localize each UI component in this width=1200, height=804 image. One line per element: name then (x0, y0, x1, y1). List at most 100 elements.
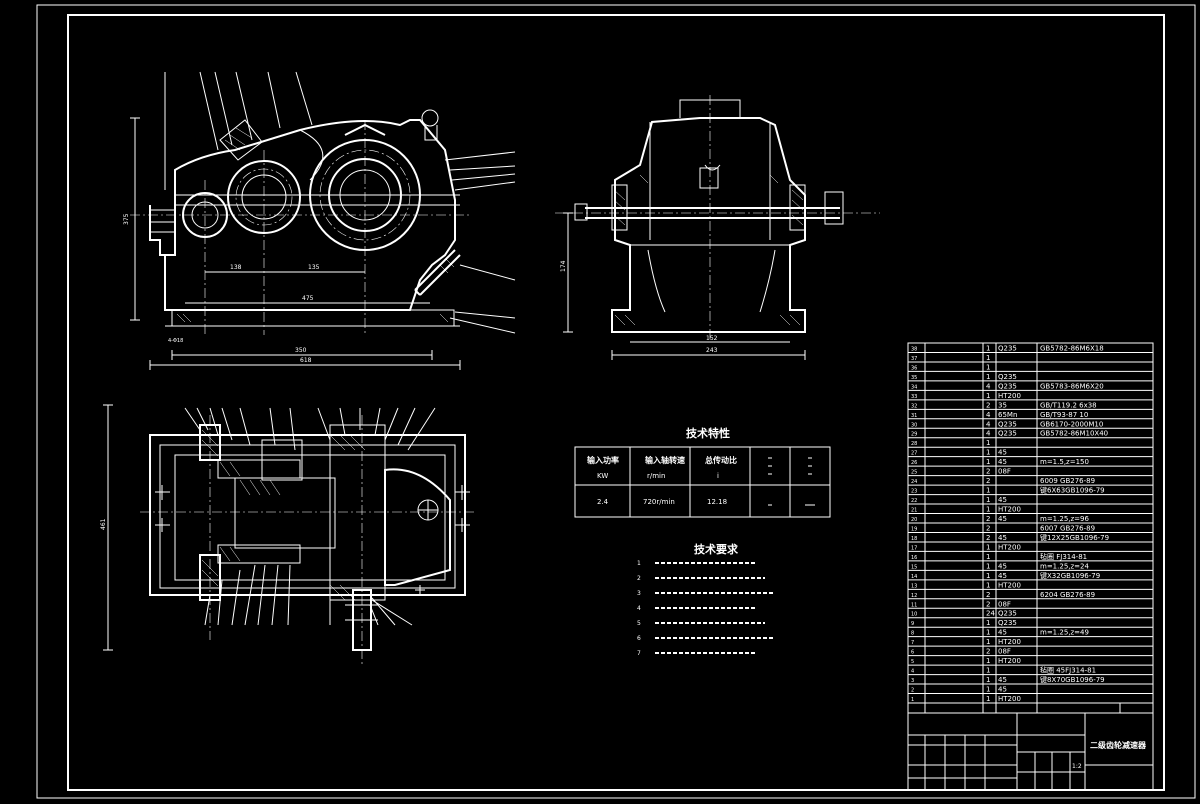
dim-front-bottom: 4-Φ18 (168, 338, 183, 344)
tf-unit-speed: r/min (647, 472, 665, 480)
bom-cell-no: 24 (911, 479, 917, 485)
bom-cell-no: 28 (911, 441, 917, 447)
bom-cell-no: 36 (911, 365, 917, 371)
inner-border (67, 14, 1165, 791)
tech-req-item-number: 4 (637, 605, 641, 612)
bom-cell-qty: 2 (986, 477, 990, 485)
bom-cell-no: 7 (911, 640, 914, 646)
outer-border (36, 4, 1196, 799)
bom-cell-no: 11 (911, 602, 917, 608)
bom-cell-no: 32 (911, 403, 917, 409)
dim-front-height: 375 (123, 213, 130, 225)
bom-cell-no: 14 (911, 574, 917, 580)
tech-req-item-number: 5 (637, 620, 641, 627)
bom-cell-material: Q235 (998, 619, 1017, 627)
dim-side-height: 174 (560, 260, 567, 272)
bom-cell-material: HT200 (998, 657, 1021, 665)
bom-cell-qty: 4 (986, 411, 991, 419)
bom-cell-qty: 2 (986, 534, 990, 542)
tf-value-power: 2.4 (597, 498, 609, 506)
tf-value-speed: 720r/min (643, 498, 675, 506)
bom-cell-qty: 2 (986, 515, 990, 523)
bom-cell-qty: 1 (986, 363, 990, 371)
bom-cell-qty: 1 (986, 496, 990, 504)
bom-cell-no: 16 (911, 555, 917, 561)
bom-cell-note: m=1.25,z=96 (1040, 515, 1089, 523)
bom-cell-note: m=1.5,z=150 (1040, 458, 1089, 466)
bom-cell-note: 6007 GB276-89 (1040, 524, 1095, 532)
bom-cell-qty: 1 (986, 506, 990, 514)
bom-cell-no: 35 (911, 375, 917, 381)
bom-cell-qty: 1 (986, 543, 990, 551)
bom-cell-note: GB6170-2000M10 (1040, 420, 1103, 428)
bom-cell-material: 08F (998, 600, 1011, 608)
bom-cell-material: HT200 (998, 581, 1021, 589)
bom-cell-qty: 2 (986, 468, 990, 476)
bom-cell-qty: 1 (986, 392, 990, 400)
dim-side-width: 243 (706, 347, 718, 354)
bom-cell-material: 45 (998, 572, 1007, 580)
bom-cell-no: 27 (911, 451, 917, 457)
bom-cell-note: 键6X63GB1096-79 (1040, 486, 1105, 495)
bom-cell-material: HT200 (998, 695, 1021, 703)
bom-cell-no: 3 (911, 678, 914, 684)
bom-cell-qty: 24 (986, 610, 995, 618)
bom-cell-qty: 1 (986, 581, 990, 589)
drawing-title: 二级齿轮减速器 (1090, 740, 1147, 750)
bom-cell-material: 45 (998, 534, 1007, 542)
bom-cell-qty: 1 (986, 657, 990, 665)
bom-cell-note: 毡圈 FJ314-81 (1040, 552, 1087, 561)
bom-cell-qty: 1 (986, 449, 990, 457)
bom-cell-no: 29 (911, 432, 917, 438)
tech-req-item-number: 1 (637, 560, 641, 567)
bom-cell-qty: 1 (986, 695, 990, 703)
bom-cell-qty: 1 (986, 439, 990, 447)
bom-cell-no: 9 (911, 621, 914, 627)
bom-cell-no: 22 (911, 498, 917, 504)
bom-cell-material: HT200 (998, 506, 1021, 514)
tf-value-ratio: 12.18 (707, 498, 727, 506)
bom-cell-material: Q235 (998, 430, 1017, 438)
bom-cell-material: 08F (998, 648, 1011, 656)
bom-cell-material: 45 (998, 676, 1007, 684)
bom-cell-note: 键8X70GB1096-79 (1040, 675, 1105, 684)
tf-header-power: 输入功率 (587, 455, 619, 465)
dim-side-inner: 152 (706, 335, 718, 342)
bom-cell-material: 45 (998, 496, 1007, 504)
bom-cell-qty: 4 (986, 382, 991, 390)
bom-cell-note: GB5782-86M6X18 (1040, 344, 1104, 352)
bom-cell-note: 毡圈 45FJ314-81 (1040, 666, 1096, 675)
side-view: 174 243 152 (555, 95, 880, 360)
top-view: 461 (100, 404, 475, 665)
bom-cell-no: 23 (911, 489, 917, 495)
bom-cell-no: 38 (911, 346, 917, 352)
bom-cell-no: 26 (911, 460, 917, 466)
bom-cell-note: 键12X25GB1096-79 (1040, 533, 1109, 542)
title-block: 二级齿轮减速器 1:2 (907, 712, 1154, 791)
bom-cell-qty: 1 (986, 354, 990, 362)
dim-front-inner: 350 (295, 347, 307, 354)
scale-label: 1:2 (1072, 763, 1082, 770)
bom-cell-note: GB5782-86M10X40 (1040, 430, 1108, 438)
bom-cell-material: 35 (998, 401, 1007, 409)
dim-front-span: 475 (302, 295, 314, 302)
bom-cell-no: 4 (911, 669, 914, 675)
bom-cell-qty: 1 (986, 344, 990, 352)
tech-req-title: 技术要求 (694, 542, 739, 556)
bom-cell-qty: 2 (986, 591, 990, 599)
bom-cell-no: 1 (911, 697, 914, 703)
bom-cell-note: GB/T119.2 6x38 (1040, 401, 1097, 409)
bom-cell-no: 15 (911, 564, 917, 570)
bom-cell-no: 2 (911, 688, 914, 694)
tech-req-item-number: 3 (637, 590, 641, 597)
bom-cell-no: 19 (911, 526, 917, 532)
bom-cell-no: 34 (911, 384, 917, 390)
bom-cell-note: GB/T93-87 10 (1040, 411, 1088, 419)
dim-shaft-b: 135 (308, 264, 320, 271)
bom-cell-qty: 1 (986, 562, 990, 570)
bom-cell-no: 31 (911, 413, 917, 419)
bom-cell-qty: 2 (986, 648, 990, 656)
bom-cell-no: 10 (911, 612, 917, 618)
